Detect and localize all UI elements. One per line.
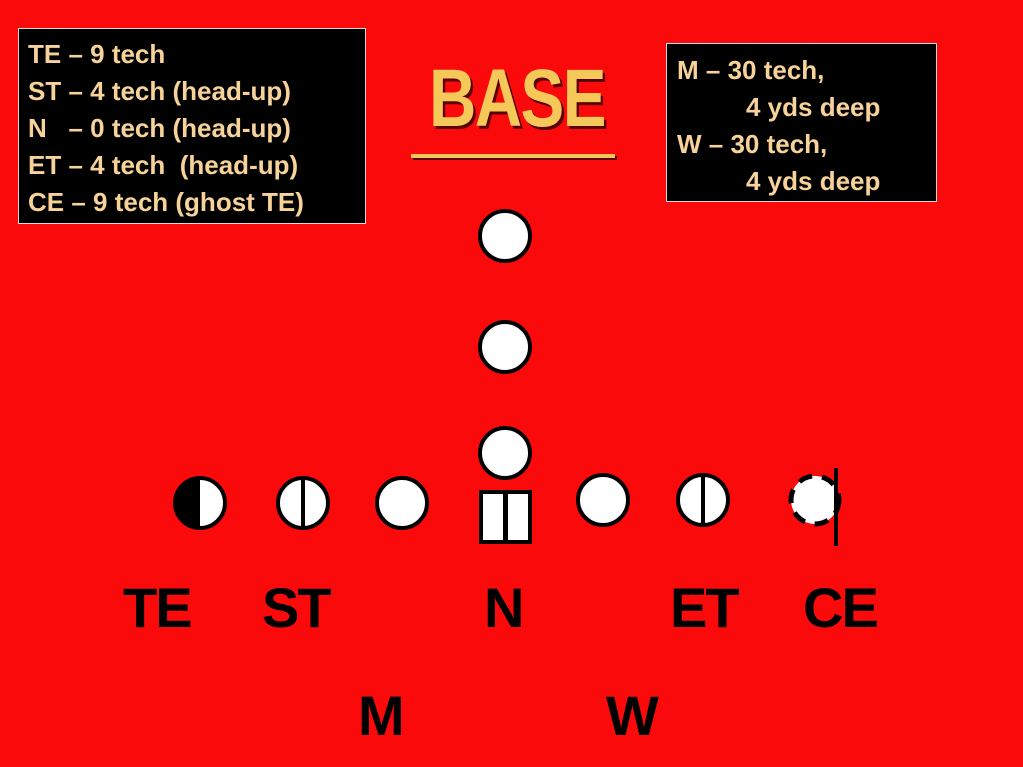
te-player — [173, 476, 227, 530]
label-n: N — [484, 576, 524, 639]
note-et: ET – 4 tech (head-up) — [28, 150, 299, 180]
slide-title: BASE — [429, 53, 606, 144]
quarterback-player — [478, 426, 532, 480]
ce-ghost-player — [788, 468, 842, 546]
note-st: ST – 4 tech (head-up) — [28, 76, 291, 106]
label-ce: CE — [803, 576, 879, 639]
et-player — [676, 473, 730, 527]
note-w: W – 30 tech, — [677, 129, 828, 159]
backfield-player-deep — [478, 209, 532, 263]
note-ce: CE – 9 tech (ghost TE) — [28, 187, 304, 217]
label-m: M — [358, 684, 405, 747]
right-guard-player — [576, 473, 630, 527]
backfield-player-mid — [478, 320, 532, 374]
note-te: TE – 9 tech — [28, 39, 166, 69]
label-et: ET — [670, 576, 740, 639]
note-w-depth: 4 yds deep — [746, 166, 881, 196]
label-w: W — [606, 684, 659, 747]
label-te: TE — [123, 576, 193, 639]
linebacker-notes-box: M – 30 tech, 4 yds deep W – 30 tech, 4 y… — [666, 43, 937, 202]
note-n: N – 0 tech (head-up) — [28, 113, 291, 143]
title-underline — [411, 154, 615, 158]
note-m: M – 30 tech, — [677, 55, 825, 85]
center-square — [479, 490, 532, 544]
technique-notes-box: TE – 9 tech ST – 4 tech (head-up) N – 0 … — [18, 28, 366, 224]
label-st: ST — [262, 576, 332, 639]
st-player — [276, 476, 330, 530]
note-m-depth: 4 yds deep — [746, 92, 881, 122]
left-guard-player — [375, 476, 429, 530]
